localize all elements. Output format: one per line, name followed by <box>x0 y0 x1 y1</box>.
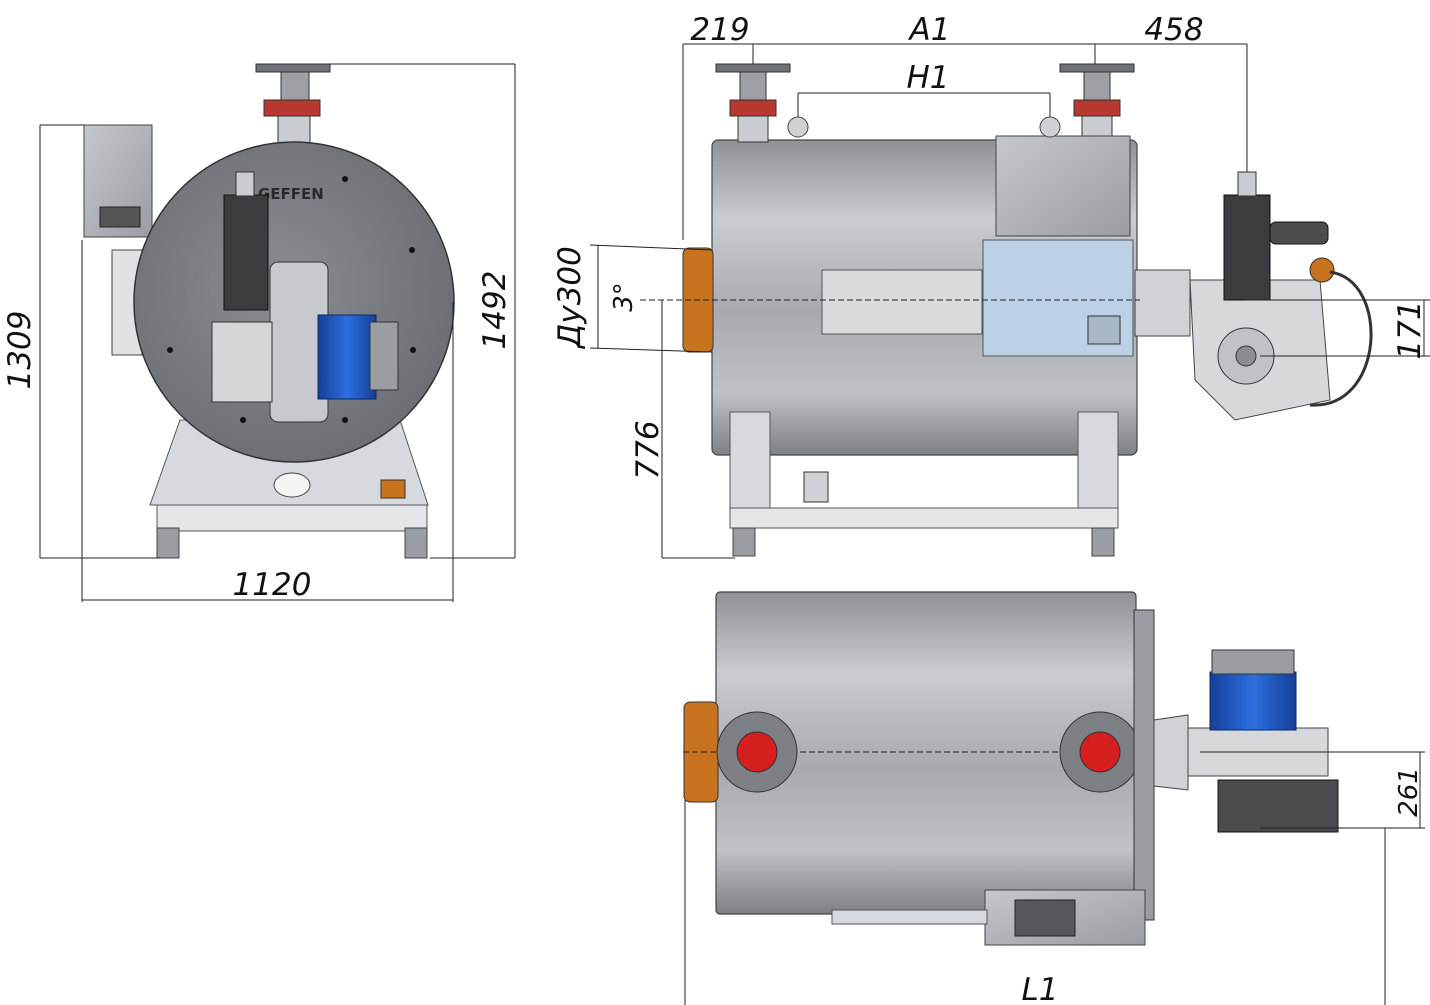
front-gas-valve <box>223 194 269 311</box>
top-motor-cap <box>1211 649 1295 675</box>
top-end-plate <box>1133 609 1155 921</box>
top-view: 261 L1 <box>683 591 1425 1005</box>
top-right-flange-inner <box>1079 731 1121 773</box>
side-burner-hub-inner <box>1235 345 1257 367</box>
front-burner-tube <box>211 321 273 403</box>
front-bolt <box>342 176 348 182</box>
side-right-nozzle-flange <box>1059 63 1135 73</box>
side-control-box <box>995 135 1131 237</box>
side-left-nozzle-flange <box>715 63 791 73</box>
front-base-nameplate <box>380 479 406 499</box>
side-left-nozzle-neck <box>737 115 769 143</box>
front-bolt <box>409 247 415 253</box>
front-bolt <box>167 347 173 353</box>
side-right-nozzle-red <box>1073 99 1121 117</box>
top-control-panel <box>1014 899 1076 937</box>
front-motor-cap <box>369 321 399 391</box>
side-base-frame <box>729 507 1119 529</box>
dim-left-offset: 219 <box>690 12 749 48</box>
side-gas-actuator <box>1269 221 1329 245</box>
side-view: 219 A1 458 H1 <box>552 12 1430 559</box>
dim-outlet-height: 776 <box>630 420 666 479</box>
front-blue-motor <box>317 314 377 400</box>
dim-right-offset: 458 <box>1144 12 1203 48</box>
side-furnace-tube <box>821 269 983 335</box>
dim-outlet-diameter: Ду300 <box>552 246 588 350</box>
side-burner-neck <box>1134 269 1191 337</box>
side-gas-cable <box>1309 270 1373 407</box>
front-top-pipe <box>280 71 310 103</box>
front-bolt <box>410 347 416 353</box>
front-base-frame <box>156 504 428 532</box>
front-top-neck <box>277 115 311 147</box>
front-bolt <box>240 417 246 423</box>
side-burner-window <box>1087 315 1121 345</box>
front-top-flange <box>255 63 331 73</box>
dim-angle: 3° <box>609 282 639 312</box>
front-bolt <box>342 417 348 423</box>
top-blue-motor <box>1209 671 1297 731</box>
side-gas-sensor <box>1309 257 1335 283</box>
side-support-left <box>729 411 771 511</box>
dim-top-burner-offset: 261 <box>1394 767 1424 817</box>
side-drain-valve <box>803 471 829 503</box>
front-gas-pipe <box>235 171 255 197</box>
side-left-nozzle-red <box>729 99 777 117</box>
side-lifting-lug <box>787 116 809 138</box>
side-lifting-lug <box>1039 116 1061 138</box>
dim-front-width: 1120 <box>233 567 312 603</box>
dim-h1: H1 <box>906 60 949 96</box>
dim-l1: L1 <box>1022 972 1059 1005</box>
side-gas-pipe <box>1237 171 1257 197</box>
front-leg-left <box>156 527 180 559</box>
top-rail <box>831 909 988 925</box>
front-view: GEFFEN 1309 1492 1120 <box>2 63 516 603</box>
side-foot-left <box>732 527 756 557</box>
front-base-port <box>273 472 311 498</box>
dim-a1: A1 <box>908 12 951 48</box>
dim-burner-offset: 171 <box>1392 300 1428 359</box>
brand-label: GEFFEN <box>258 185 324 203</box>
top-burner-neck <box>1153 714 1189 791</box>
top-gas-valve <box>1217 779 1339 833</box>
side-right-nozzle-pipe <box>1083 71 1111 101</box>
front-control-display <box>99 206 141 228</box>
dim-front-height: 1309 <box>2 311 38 390</box>
front-top-insulator <box>263 99 321 117</box>
side-left-nozzle-pipe <box>739 71 767 101</box>
side-foot-right <box>1091 527 1115 557</box>
dim-front-total-height: 1492 <box>477 271 513 350</box>
front-leg-right <box>404 527 428 559</box>
side-gas-valve <box>1223 194 1271 301</box>
side-support-right <box>1077 411 1119 511</box>
top-left-flange-inner <box>736 731 778 773</box>
